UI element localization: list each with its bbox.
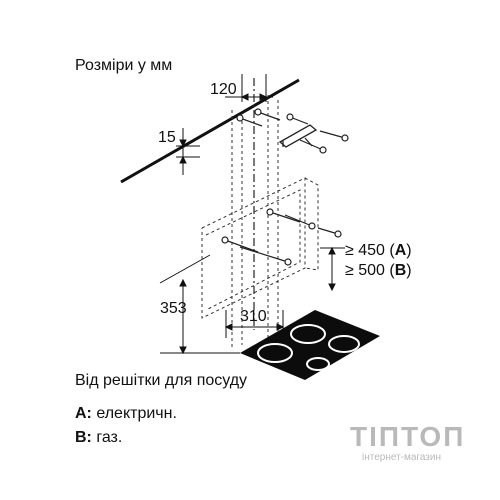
cooktop (240, 310, 380, 380)
watermark: ТІПТОП інтернет-магазин (350, 421, 465, 463)
dim-15-lines (176, 128, 200, 175)
burner-back-right (328, 335, 360, 353)
dim-bracket-width: 120 (210, 81, 237, 98)
legend-a-key: A: (75, 405, 92, 422)
legend-electric: A: електричн. (75, 405, 177, 423)
legend-b-key: B: (75, 429, 92, 446)
dim-120-lines (225, 74, 273, 102)
watermark-subtitle: інтернет-магазин (362, 452, 441, 463)
clearance-dim-lines (320, 246, 345, 292)
dim-bracket-offset: 15 (158, 129, 176, 146)
dim-hood-height: 353 (160, 300, 187, 317)
diagram-heading: Розміри у мм (75, 57, 173, 74)
burner-front-right (306, 357, 330, 371)
burner-front-left (257, 343, 293, 363)
dim-hood-depth: 310 (240, 308, 267, 325)
legend-gas: B: газ. (75, 429, 122, 447)
clearance-gas: ≥ 500 (B) (345, 262, 412, 279)
hood-outline (201, 177, 319, 319)
watermark-logo: ТІПТОП (350, 421, 465, 452)
upper-screws (236, 108, 349, 154)
upper-bracket (278, 124, 318, 148)
chimney-outline (231, 95, 279, 350)
burner-back-left (290, 324, 326, 344)
lower-screws (221, 208, 342, 266)
clearance-electric: ≥ 450 (A) (345, 242, 412, 259)
legend-b-text: газ. (96, 429, 123, 446)
dim-310-lines (224, 310, 285, 338)
dim-353-lines (159, 254, 240, 355)
from-grate-note: Від решітки для посуду (75, 372, 248, 389)
legend-a-text: електричн. (96, 405, 177, 422)
